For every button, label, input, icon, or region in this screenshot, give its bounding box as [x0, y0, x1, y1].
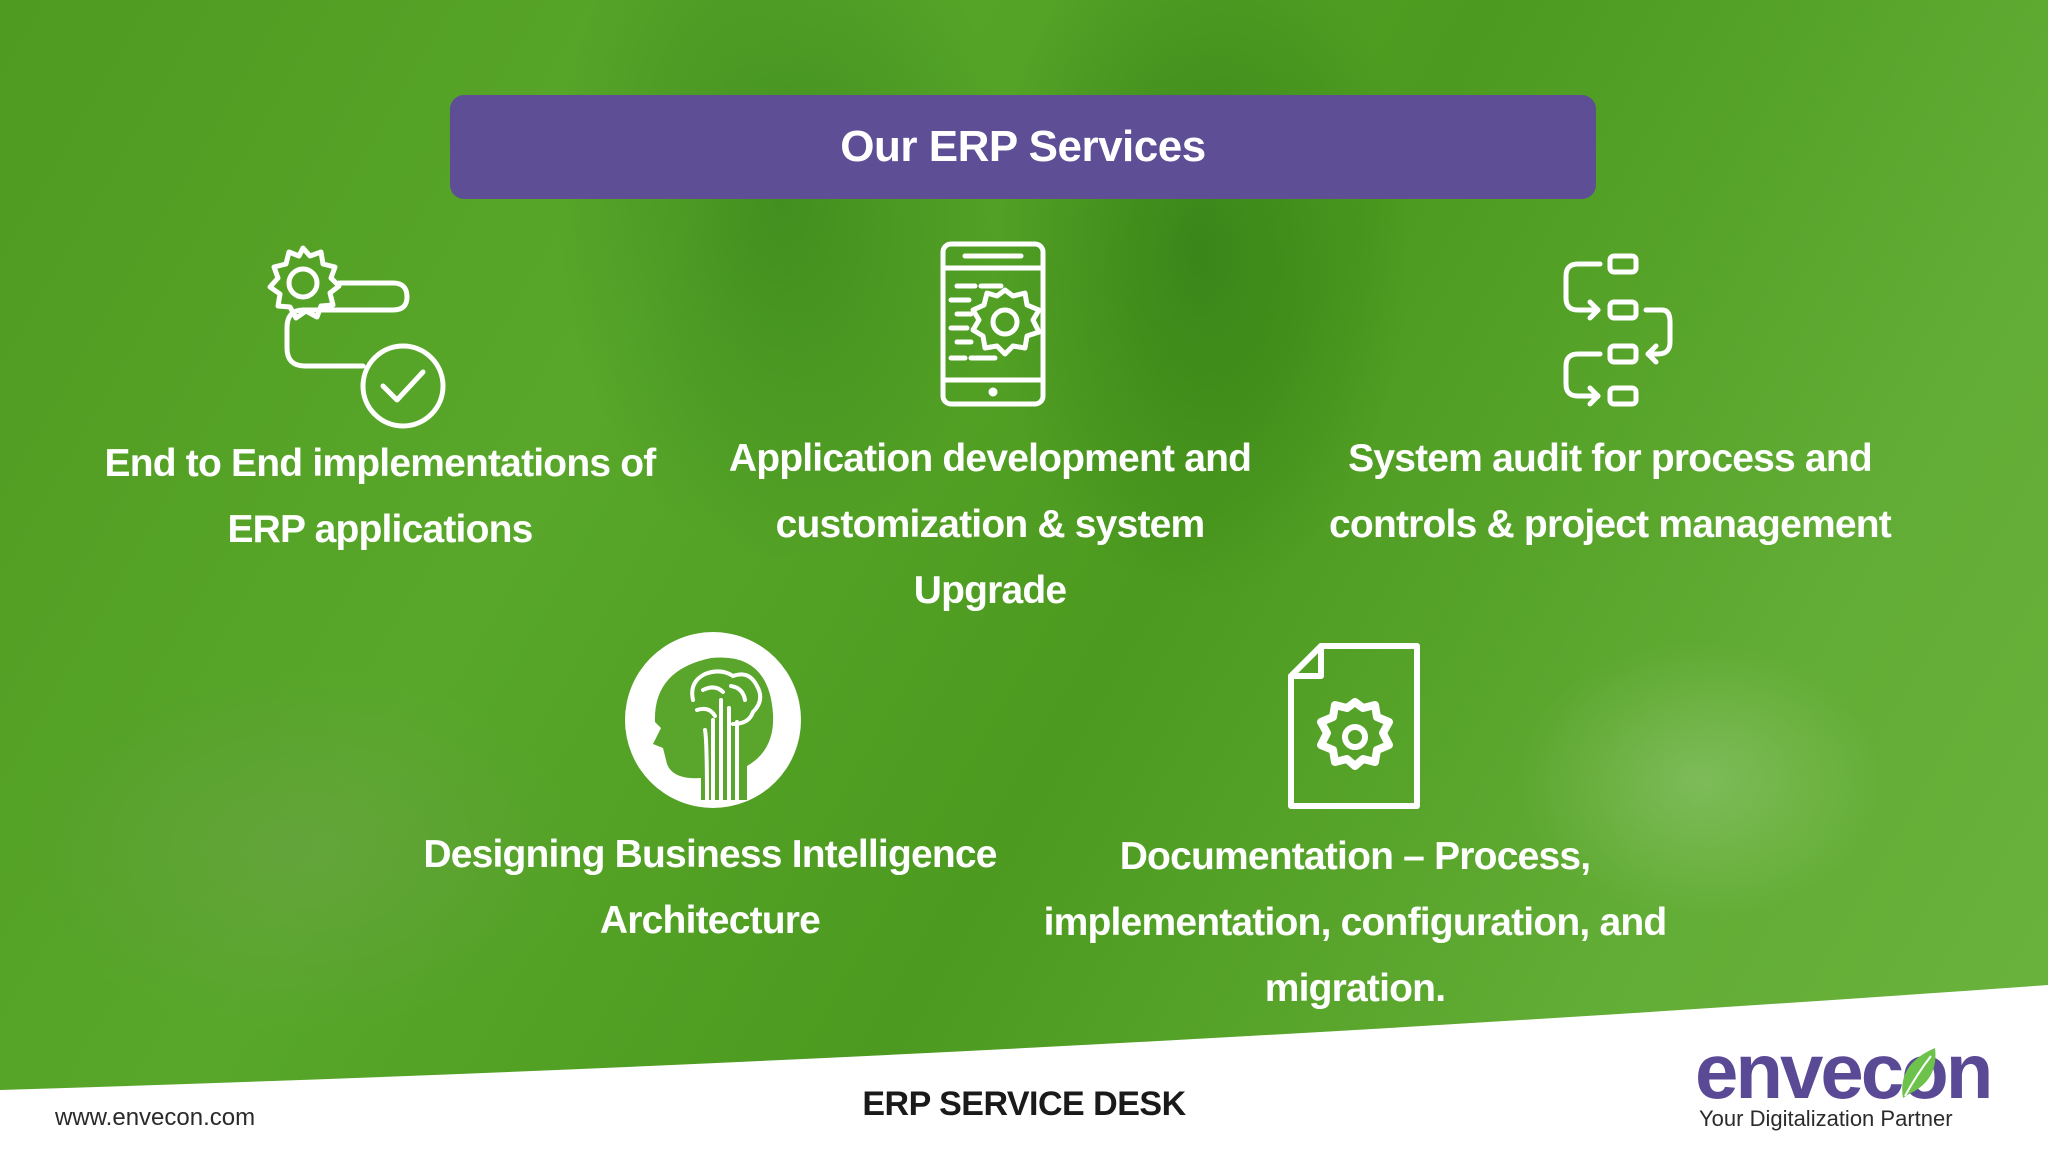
footer-label: ERP SERVICE DESK [862, 1085, 1186, 1123]
service-text-5: Documentation – Process, implementation,… [1020, 824, 1690, 1022]
title-bar: Our ERP Services [450, 95, 1596, 199]
leaf-icon [1902, 1048, 1936, 1098]
service-line: Documentation – Process, [1119, 835, 1591, 878]
brain-head-icon [625, 632, 801, 808]
document-gear-icon [1288, 643, 1420, 809]
service-line: Application development and [728, 437, 1252, 480]
service-line: Designing Business Intelligence [423, 833, 997, 876]
service-line: customization & system [775, 503, 1206, 546]
service-line: End to End implementations of [104, 442, 657, 485]
service-line: Architecture [599, 899, 821, 942]
service-line: Upgrade [913, 569, 1067, 612]
service-text-1: End to End implementations of ERP applic… [80, 431, 680, 563]
logo-tagline: Your Digitalization Partner [1699, 1106, 1953, 1131]
service-line: System audit for process and [1348, 437, 1873, 480]
mobile-gear-icon [940, 241, 1046, 407]
website-url[interactable]: www.envecon.com [55, 1104, 256, 1131]
gear-path-check-icon [267, 245, 446, 429]
service-line: implementation, configuration, and [1043, 901, 1668, 944]
envecon-logo: envecon Your Digitalization Partner [1695, 1026, 1995, 1146]
service-line: controls & project management [1329, 503, 1892, 546]
page-title: Our ERP Services [840, 122, 1206, 171]
service-line: migration. [1264, 967, 1446, 1010]
service-text-3: System audit for process and controls & … [1290, 426, 1930, 558]
process-flow-icon [1563, 253, 1673, 407]
service-line: ERP applications [227, 508, 533, 551]
service-text-4: Designing Business Intelligence Architec… [400, 822, 1020, 954]
logo-wordmark: envecon [1695, 1027, 1993, 1115]
service-text-2: Application development and customizatio… [690, 426, 1290, 624]
